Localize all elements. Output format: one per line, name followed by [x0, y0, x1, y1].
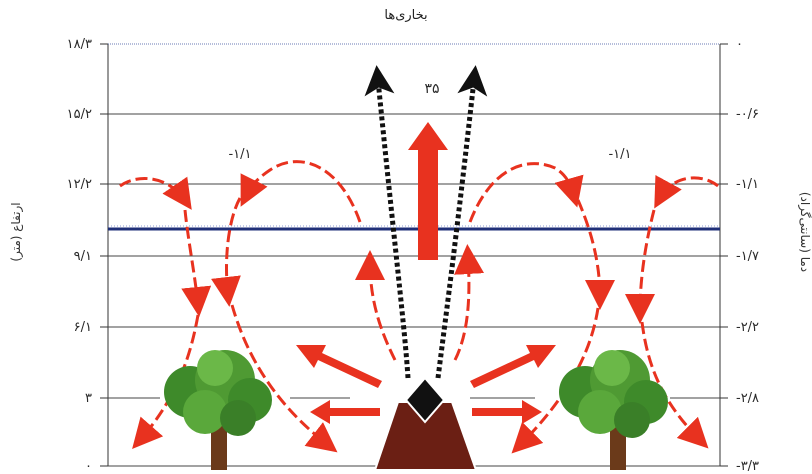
left-tick-label: ۹/۱ — [74, 249, 92, 264]
smoke-plumes — [364, 65, 488, 379]
circulation-arrow — [576, 199, 615, 310]
heater-heat-arrows — [296, 345, 556, 424]
heat-arrow-right — [472, 400, 542, 424]
diagram-title: بخاری‌ها — [384, 8, 428, 23]
heat-arrow-up-left — [296, 345, 382, 388]
left-ticks — [100, 43, 108, 467]
heater-flame-cap — [404, 376, 446, 424]
heat-arrow-left — [310, 400, 380, 424]
circulation-arrow — [468, 162, 584, 223]
right-tick-label: -۱/۷ — [736, 249, 759, 264]
right-tick-label: -۳/۳ — [736, 459, 759, 474]
circulation-arrow — [355, 250, 397, 361]
circulation-arrow — [181, 209, 212, 317]
left-tick-label: ۱۲/۲ — [67, 177, 92, 192]
heater-body — [373, 401, 478, 471]
circulation-arrow — [453, 244, 485, 361]
right-tick-label: -۰/۶ — [736, 107, 759, 122]
right-tick-label: ۰ — [736, 37, 743, 52]
right-tick-label: -۱/۱ — [736, 177, 759, 192]
circulation-arrow — [119, 176, 192, 210]
right-tick-labels: ۰ -۰/۶ -۱/۱ -۱/۷ -۲/۲ -۲/۸ -۳/۳ — [736, 37, 759, 474]
left-tick-label: ۱۵/۲ — [67, 107, 92, 122]
tree-trunk — [211, 420, 227, 470]
left-circulation-arrows — [119, 160, 397, 453]
circulation-arrow — [654, 175, 719, 209]
heat-arrow-up-right — [470, 345, 556, 388]
left-tick-label: ۶/۱ — [74, 320, 92, 335]
right-tree — [559, 350, 668, 470]
circulation-arrow — [211, 197, 242, 307]
circulation-arrow — [240, 160, 362, 223]
center-temperature-label: ۳۵ — [424, 81, 439, 97]
left-tick-label: ۱۸/۳ — [67, 37, 92, 52]
right-circulation-arrows — [453, 162, 719, 454]
orchard-heater — [373, 376, 478, 471]
left-tick-labels: ۱۸/۳ ۱۵/۲ ۱۲/۲ ۹/۱ ۶/۱ ۳ ۰ — [67, 37, 92, 474]
left-tick-label: ۳ — [85, 391, 92, 406]
circulation-arrow — [230, 304, 338, 453]
right-tick-label: -۲/۸ — [736, 391, 759, 406]
circulation-arrow — [132, 314, 200, 450]
circulation-arrow — [625, 209, 656, 324]
left-temperature-label: -۱/۱ — [228, 147, 251, 162]
smoke-plume-right — [435, 65, 488, 379]
left-tree — [164, 350, 272, 470]
right-tick-label: -۲/۲ — [736, 320, 759, 335]
central-hot-air-arrow — [408, 122, 448, 260]
right-temperature-label: -۱/۱ — [608, 147, 631, 162]
left-tick-label: ۰ — [85, 459, 92, 474]
right-ticks — [720, 43, 728, 467]
